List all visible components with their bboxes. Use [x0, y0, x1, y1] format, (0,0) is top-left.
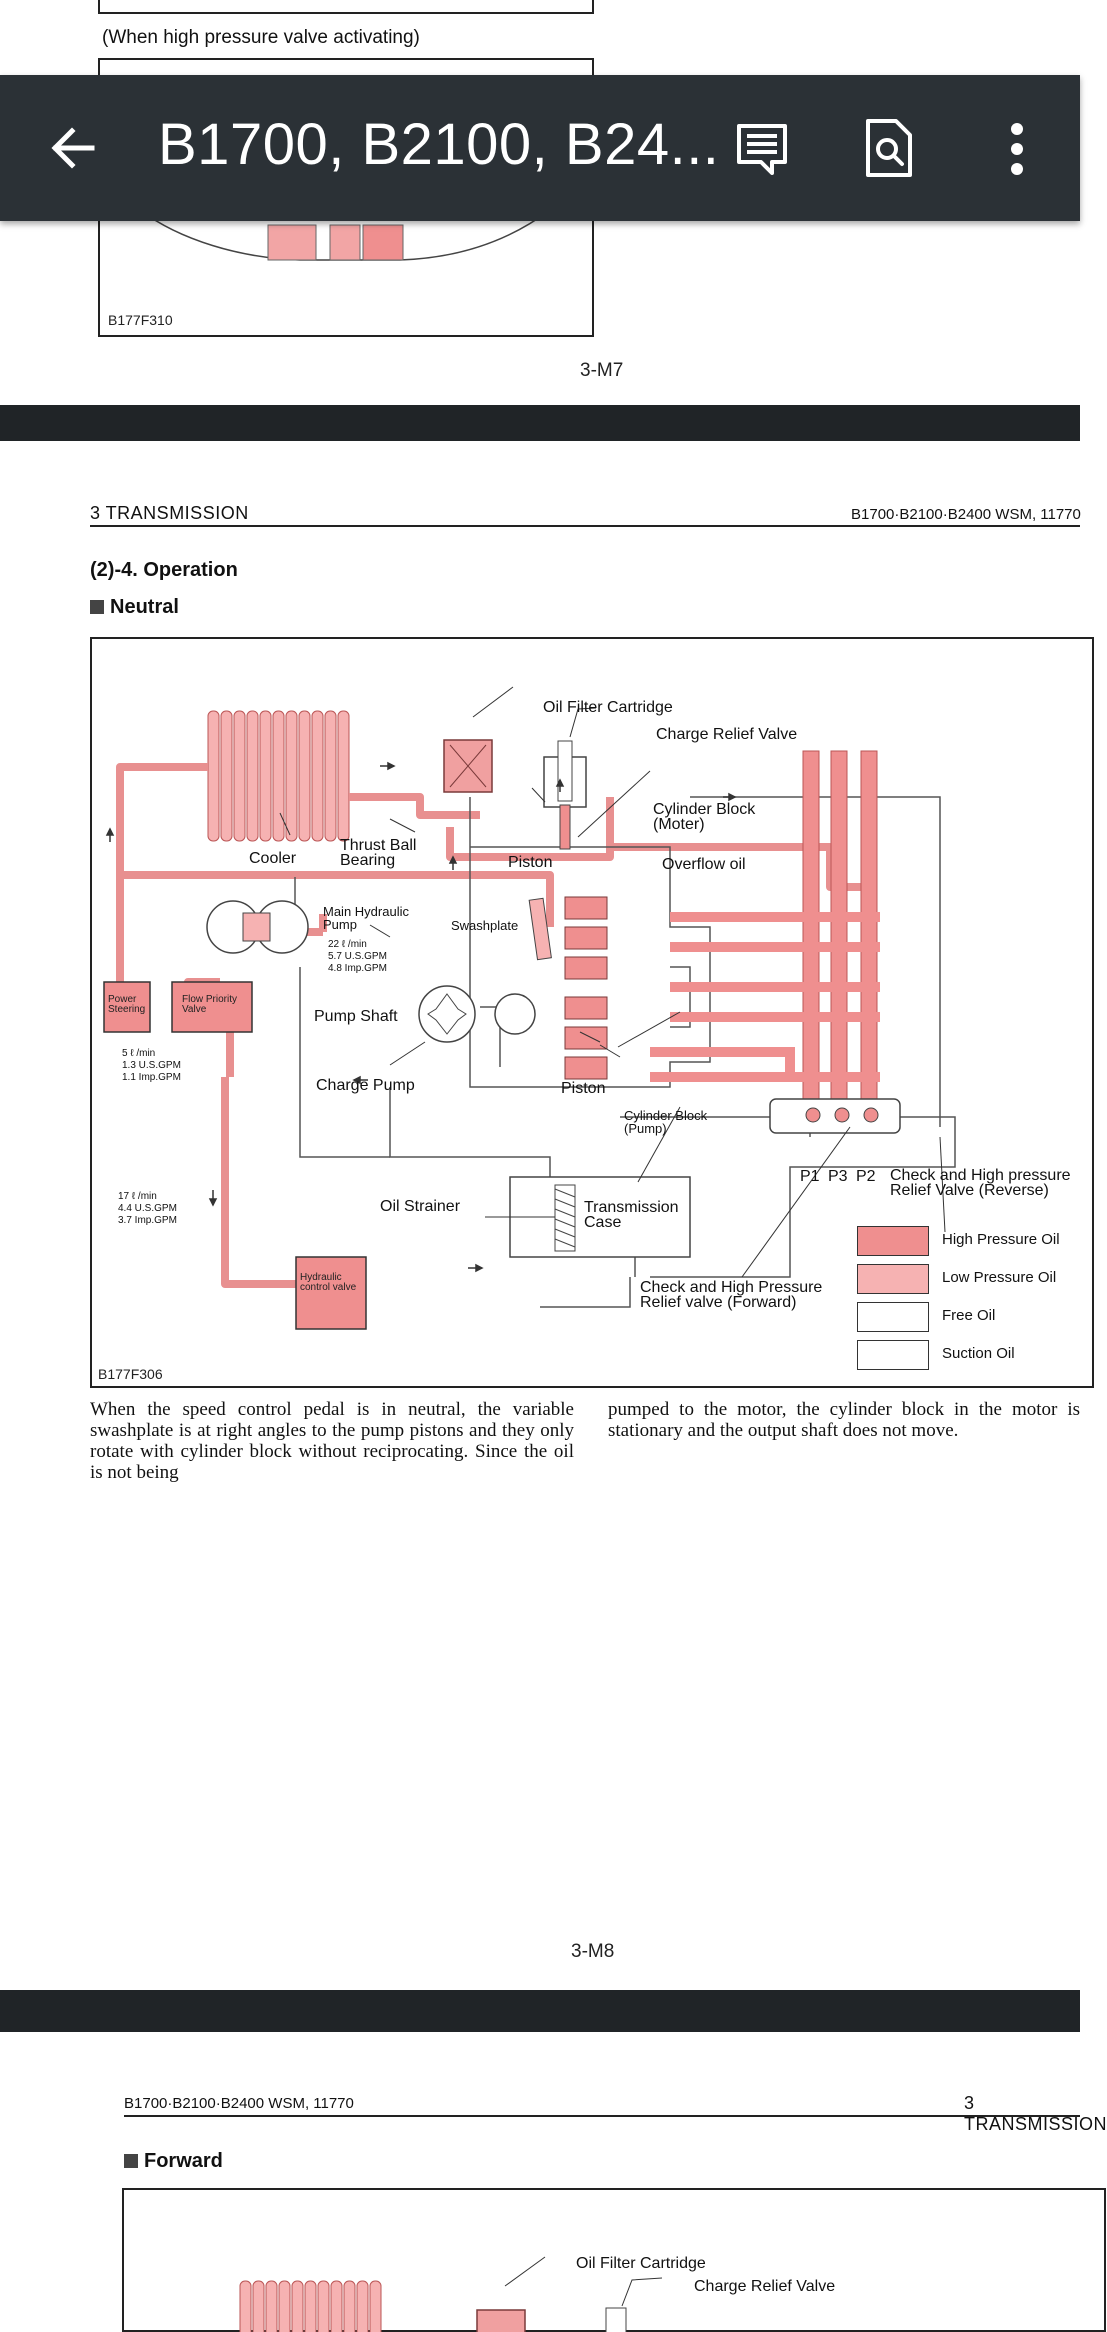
label-hc-flow-2: 4.4 U.S.GPM [118, 1203, 177, 1214]
page-header-right: B1700·B2100·B2400 WSM, 11770 [851, 506, 1081, 523]
label-main-pump-2: Pump [323, 917, 357, 932]
prev-figure-code: B177F310 [108, 312, 173, 328]
label-main-pump-1: Main Hydraulic [323, 904, 409, 919]
label-main-flow-2: 5.7 U.S.GPM [328, 951, 387, 962]
prev-page-caption: (When high pressure valve activating) [102, 27, 420, 48]
section-title: (2)-4. Operation [90, 559, 238, 581]
next-diagram-frame: Oil Filter Cartridge Charge Relief Valve [122, 2188, 1106, 2332]
search-document-icon[interactable] [864, 117, 914, 179]
next-diagram-fragment [239, 2256, 663, 2332]
label-hc-flow-3: 3.7 Imp.GPM [118, 1215, 177, 1226]
next-label-charge-relief: Charge Relief Valve [694, 2278, 836, 2295]
next-header-left: B1700·B2100·B2400 WSM, 11770 [124, 2095, 354, 2112]
label-trans-case-1: Transmission [584, 1199, 679, 1216]
square-bullet-icon [90, 600, 104, 614]
legend-swatch-high [857, 1226, 929, 1256]
page-separator-2 [0, 1990, 1080, 2032]
label-check-forward-1: Check and High Pressure [640, 1279, 823, 1296]
comment-icon[interactable] [734, 121, 790, 177]
label-ps-flow-3: 1.1 Imp.GPM [122, 1072, 181, 1083]
label-check-forward-2: Relief valve (Forward) [640, 1294, 797, 1311]
label-p2: P2 [856, 1168, 876, 1185]
legend-label-low: Low Pressure Oil [942, 1269, 1057, 1286]
label-hydraulic-control: Hydraulic control valve [300, 1272, 357, 1293]
cooler-coil [207, 710, 350, 842]
label-cooler: Cooler [249, 850, 297, 867]
legend-swatch-low [857, 1264, 929, 1294]
label-piston-bottom: Piston [561, 1080, 606, 1097]
label-cyl-moter-2: (Moter) [653, 816, 705, 833]
square-bullet-icon [124, 2154, 138, 2168]
arrow-left-icon[interactable] [44, 119, 102, 177]
label-overflow: Overflow oil [662, 856, 746, 873]
label-charge-relief: Charge Relief Valve [656, 726, 798, 743]
label-ps-flow-2: 1.3 U.S.GPM [122, 1060, 181, 1071]
app-bar: B1700, B2100, B24... [0, 75, 1080, 221]
next-subsection-title: Forward [124, 2150, 223, 2173]
label-ps-flow-1: 5 ℓ /min [122, 1048, 156, 1059]
label-main-flow-3: 4.8 Imp.GPM [328, 963, 387, 974]
legend-label-suction: Suction Oil [942, 1345, 1015, 1362]
next-label-oil-filter: Oil Filter Cartridge [576, 2255, 706, 2272]
label-trans-case-2: Case [584, 1214, 622, 1231]
prev-page-figure-fragment [139, 209, 551, 261]
label-hc-flow-1: 17 ℓ /min [118, 1191, 157, 1202]
page-header-left: 3 TRANSMISSION [90, 503, 249, 523]
label-cyl-moter-1: Cylinder Block [653, 801, 756, 818]
next-header-rule [124, 2115, 1080, 2117]
label-check-reverse-1: Check and High pressure [890, 1167, 1071, 1184]
label-oil-filter: Oil Filter Cartridge [543, 699, 673, 716]
label-main-flow-1: 22 ℓ /min [328, 939, 367, 950]
label-cyl-pump-1: Cylinder Block [624, 1108, 708, 1123]
page-number: 3-M8 [571, 1941, 615, 1962]
label-pump-shaft: Pump Shaft [314, 1008, 398, 1025]
legend-swatch-free [857, 1302, 929, 1332]
next-header-right: 3 TRANSMISSION [964, 2093, 1107, 2134]
legend-swatch-suction [857, 1340, 929, 1370]
legend-label-free: Free Oil [942, 1307, 996, 1324]
legend: High Pressure Oil Low Pressure Oil Free … [857, 1226, 1087, 1386]
hydraulic-diagram-drawing [103, 686, 956, 1330]
legend-label-high: High Pressure Oil [942, 1231, 1060, 1248]
document-title: B1700, B2100, B24... [158, 112, 720, 177]
label-swashplate: Swashplate [451, 918, 519, 933]
label-check-reverse-2: Relief Valve (Reverse) [890, 1182, 1049, 1199]
hydraulic-diagram-neutral: Oil Filter Cartridge Charge Relief Valve… [90, 637, 1094, 1388]
label-flow-priority: Flow Priority Valve [182, 994, 238, 1015]
next-page: B1700·B2100·B2400 WSM, 11770 3 TRANSMISS… [0, 2032, 1107, 2332]
prev-page-number: 3-M7 [580, 360, 624, 381]
more-vert-icon[interactable] [1005, 119, 1029, 179]
body-text-right: pumped to the motor, the cylinder block … [608, 1399, 1080, 1441]
subsection-title: Neutral [90, 596, 179, 619]
label-p3: P3 [828, 1168, 848, 1185]
body-text-left: When the speed control pedal is in neutr… [90, 1399, 574, 1483]
label-thrust-ball-2: Bearing [340, 852, 396, 869]
label-charge-pump: Charge Pump [316, 1077, 415, 1094]
next-subsection-label: Forward [144, 2150, 223, 2172]
label-power-steering: Power Steering [108, 994, 146, 1015]
label-piston-top: Piston [508, 854, 553, 871]
header-rule [90, 525, 1080, 527]
label-cyl-pump-2: (Pump) [624, 1121, 667, 1136]
label-thrust-ball-1: Thrust Ball [340, 837, 417, 854]
label-oil-strainer: Oil Strainer [380, 1198, 461, 1215]
current-page: 3 TRANSMISSION B1700·B2100·B2400 WSM, 11… [0, 441, 1094, 1990]
prev-page-top-frame [98, 0, 594, 14]
subsection-label: Neutral [110, 596, 179, 618]
label-p1: P1 [800, 1168, 820, 1185]
figure-code: B177F306 [98, 1366, 163, 1382]
page-separator [0, 405, 1080, 441]
